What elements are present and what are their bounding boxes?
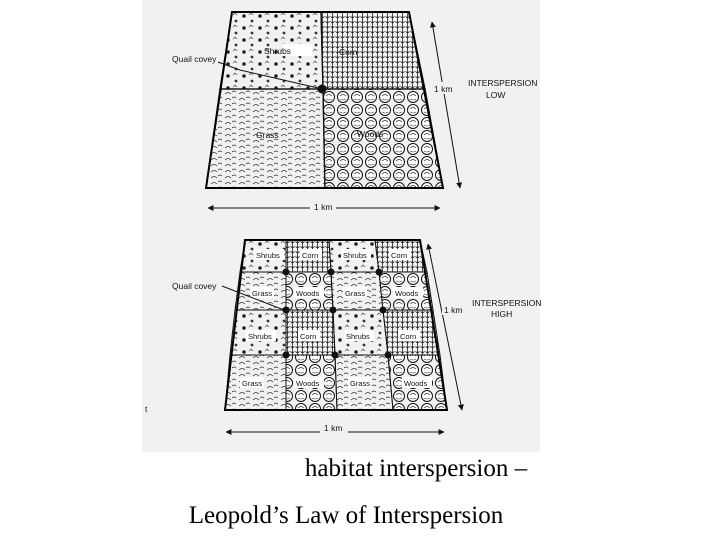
top-callout-pointer (217, 61, 319, 89)
top-label-woods: Woods (357, 129, 383, 139)
bottom-label-r0c2: Shrubs (343, 251, 367, 260)
bottom-cell-labels: Shrubs Corn Shrubs Corn Grass Woods Gras… (240, 249, 432, 388)
bottom-side-scale-label: 1 km (444, 305, 462, 315)
bottom-label-r0c3: Corn (391, 251, 407, 260)
bottom-diagram: Shrubs Corn Shrubs Corn Grass Woods Gras… (172, 239, 541, 435)
bottom-bottom-scale-label: 1 km (324, 423, 342, 433)
top-bottom-scale-label: 1 km (314, 202, 332, 212)
bottom-label-r0c0: Shrubs (256, 251, 280, 260)
bottom-label-r2c0: Shrubs (248, 332, 272, 341)
bottom-label-r2c2: Shrubs (346, 332, 370, 341)
bottom-level-line1: INTERSPERSION (472, 298, 541, 308)
bottom-label-r1c2: Grass (345, 289, 365, 298)
bottom-label-r3c0: Grass (242, 379, 262, 388)
top-label-corn: Corn (339, 47, 358, 57)
stray-mark: t (145, 404, 148, 414)
bottom-label-r1c0: Grass (252, 289, 272, 298)
bottom-callout-pointer (221, 285, 285, 311)
caption-line-1: habitat interspersion – (304, 455, 528, 482)
bottom-label-r2c3: Corn (400, 332, 416, 341)
bottom-callout-label: Quail covey (172, 281, 217, 291)
bottom-label-r0c1: Corn (302, 251, 318, 260)
top-diagram: Shrubs Corn Grass Woods Quail covey 1 km… (172, 11, 537, 214)
top-side-scale-arrow (429, 21, 463, 189)
bottom-label-r3c2: Grass (350, 379, 370, 388)
bottom-label-r1c3: Woods (395, 289, 418, 298)
bottom-label-r1c1: Woods (296, 289, 319, 298)
bottom-quail-covey-dots (282, 268, 392, 359)
caption-line-2: Leopold’s Law of Interspersion (188, 502, 504, 529)
bottom-level-line2: HIGH (491, 309, 512, 319)
bottom-side-scale-arrow (426, 243, 464, 411)
top-label-shrubs: Shrubs (264, 46, 291, 56)
bottom-label-r2c1: Corn (300, 332, 316, 341)
top-level-line2: LOW (486, 90, 505, 100)
bottom-label-r3c3: Woods (404, 379, 427, 388)
top-side-scale-label: 1 km (434, 84, 452, 94)
top-level-line1: INTERSPERSION (468, 78, 537, 88)
top-quail-covey-dot (317, 84, 327, 94)
top-cell-corn (320, 11, 426, 90)
top-callout-label: Quail covey (172, 54, 217, 64)
top-label-grass: Grass (256, 130, 279, 140)
bottom-label-r3c1: Woods (296, 379, 319, 388)
